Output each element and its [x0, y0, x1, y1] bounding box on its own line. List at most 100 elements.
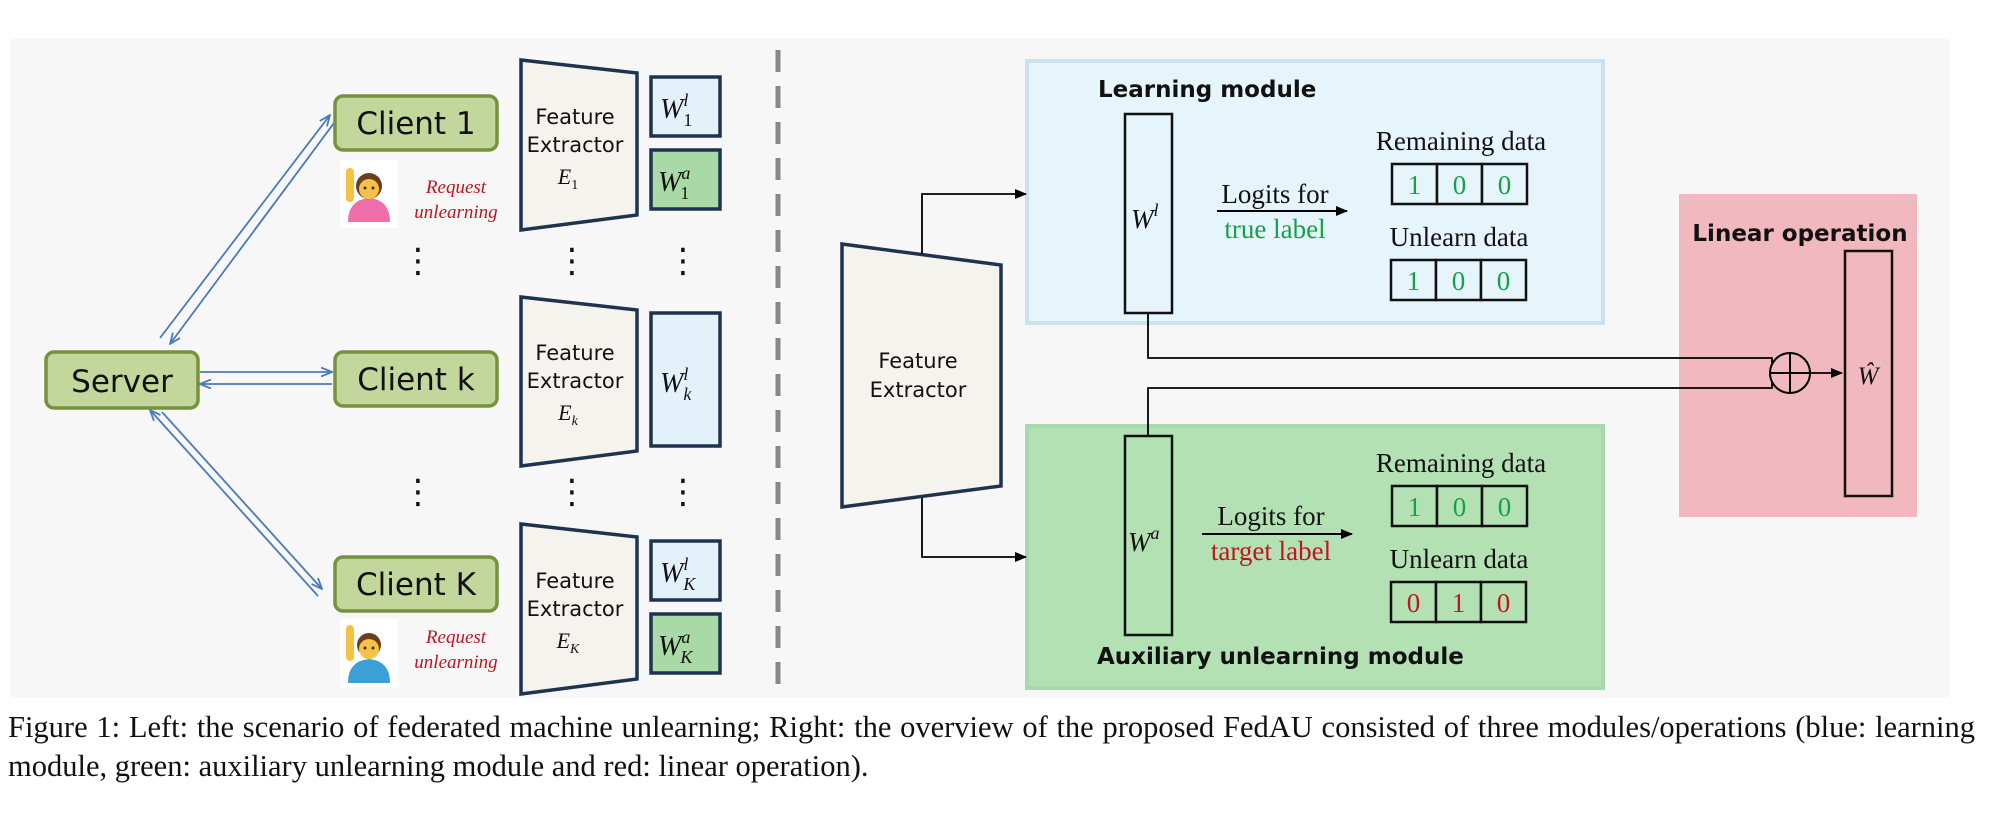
shared-extractor-line2: Extractor [870, 378, 967, 402]
extractor-K-line1: Feature [535, 569, 614, 593]
arrow-server-to-client-1 [159, 115, 330, 339]
learning-logits-line1: Logits for [1221, 179, 1328, 209]
vector-value: 0 [1498, 492, 1512, 522]
learning-unlearn-label: Unlearn data [1390, 222, 1529, 252]
extractor-1-line2: Extractor [527, 133, 624, 157]
request-unlearning-text-K: Request [425, 627, 487, 648]
arrow-client-K-to-server [150, 410, 319, 597]
connector-wa-to-sum [1147, 383, 1773, 436]
client-1-label: Client 1 [356, 106, 475, 142]
vector-value: 1 [1452, 588, 1466, 618]
request-unlearning-text-Kb: unlearning [414, 652, 497, 673]
server-label: Server [71, 364, 173, 400]
vector-value: 0 [1407, 588, 1421, 618]
vector-value: 0 [1498, 170, 1512, 200]
auxiliary-weight-label: Wa [1128, 523, 1160, 557]
client-1-box [333, 94, 499, 152]
fedau-diagram: Server Client 1 Request unlearning Featu… [44, 50, 1917, 696]
extractor-1-line1: Feature [535, 105, 614, 129]
vector-value: 1 [1408, 170, 1422, 200]
learning-remaining-label: Remaining data [1376, 126, 1546, 156]
output-weight-bar [1843, 249, 1894, 498]
vdots-client-1: ⋮ [401, 241, 435, 281]
client-K-box [333, 555, 499, 613]
extractor-k-symbol: Ek [557, 400, 578, 429]
person-raising-hand-icon [340, 160, 398, 228]
vector-cell [1390, 484, 1439, 528]
vector-value: 0 [1453, 170, 1467, 200]
weight-wa-K [649, 612, 722, 675]
client-row-1: Client 1 Request unlearning Feature Extr… [333, 58, 722, 232]
learning-weight-label: Wl [1131, 200, 1159, 234]
vector-cell [1434, 580, 1483, 624]
figure-caption: Figure 1: Left: the scenario of federate… [8, 710, 1975, 783]
client-k-box [333, 350, 499, 408]
learning-remaining-vector: 1 0 0 [1390, 162, 1529, 206]
vector-cell [1390, 162, 1439, 206]
vdots-weight-1: ⋮ [666, 241, 700, 281]
extractor-connectors [921, 189, 1027, 562]
auxiliary-module-title: Auxiliary unlearning module [1097, 644, 1464, 670]
auxiliary-weight-bar [1123, 434, 1174, 637]
output-weight-label: Ŵ [1858, 361, 1881, 390]
auxiliary-remaining-label: Remaining data [1376, 448, 1546, 478]
vector-value: 0 [1453, 492, 1467, 522]
vdots-extractor-2: ⋮ [555, 472, 589, 512]
auxiliary-logits-line1: Logits for [1217, 501, 1324, 531]
vector-cell [1479, 258, 1528, 302]
person-raising-hand-icon [340, 619, 398, 687]
learning-module-title: Learning module [1098, 77, 1316, 103]
weight-wl-k [649, 311, 722, 448]
vector-cell [1479, 580, 1528, 624]
extractor-K-symbol: EK [556, 628, 580, 657]
vector-cell [1480, 162, 1529, 206]
auxiliary-module-box [1025, 424, 1605, 690]
arrow-server-to-client-K [161, 411, 322, 589]
learning-logits-line2: true label [1224, 214, 1325, 244]
server-node: Server [44, 350, 200, 410]
client-k-label: Client k [357, 362, 475, 398]
connector-to-auxiliary [921, 498, 1027, 562]
learning-weight-bar [1123, 112, 1174, 315]
vdots-row-2: ⋮ ⋮ ⋮ [401, 472, 700, 512]
vector-cell [1434, 258, 1483, 302]
vector-cell [1389, 580, 1438, 624]
client-K-label: Client K [356, 567, 477, 603]
request-unlearning-text-1b: unlearning [414, 202, 497, 223]
auxiliary-unlearn-vector: 0 1 0 [1389, 580, 1528, 624]
vector-value: 0 [1497, 266, 1511, 296]
client-row-K: Client K Request unlearning Feature Extr… [333, 522, 722, 696]
connector-to-learning [921, 189, 1027, 254]
extractor-K-line2: Extractor [527, 597, 624, 621]
auxiliary-logits-line2: target label [1211, 536, 1331, 566]
feature-extractor-1 [519, 58, 639, 232]
extractor-k-line2: Extractor [527, 369, 624, 393]
auxiliary-unlearn-label: Unlearn data [1390, 544, 1529, 574]
vector-value: 0 [1497, 588, 1511, 618]
weight-wl-K [649, 539, 722, 602]
vector-cell [1480, 484, 1529, 528]
sum-operator-icon [1769, 352, 1811, 394]
shared-feature-extractor [840, 242, 1003, 509]
vector-value: 0 [1452, 266, 1466, 296]
feature-extractor-k [519, 295, 639, 468]
arrow-client-1-to-server [170, 122, 335, 344]
shared-extractor-line1: Feature [878, 349, 957, 373]
extractor-1-symbol: E1 [557, 164, 578, 193]
extractor-k-line1: Feature [535, 341, 614, 365]
linear-operation-title: Linear operation [1692, 221, 1907, 247]
connector-wl-to-sum [1147, 313, 1773, 363]
vdots-weight-2: ⋮ [666, 472, 700, 512]
vdots-row-1: ⋮ ⋮ ⋮ [401, 241, 700, 281]
weight-wa-1 [649, 148, 722, 211]
vector-value: 1 [1407, 266, 1421, 296]
request-unlearning-text-1: Request [425, 177, 487, 198]
vdots-client-2: ⋮ [401, 472, 435, 512]
vdots-extractor-1: ⋮ [555, 241, 589, 281]
